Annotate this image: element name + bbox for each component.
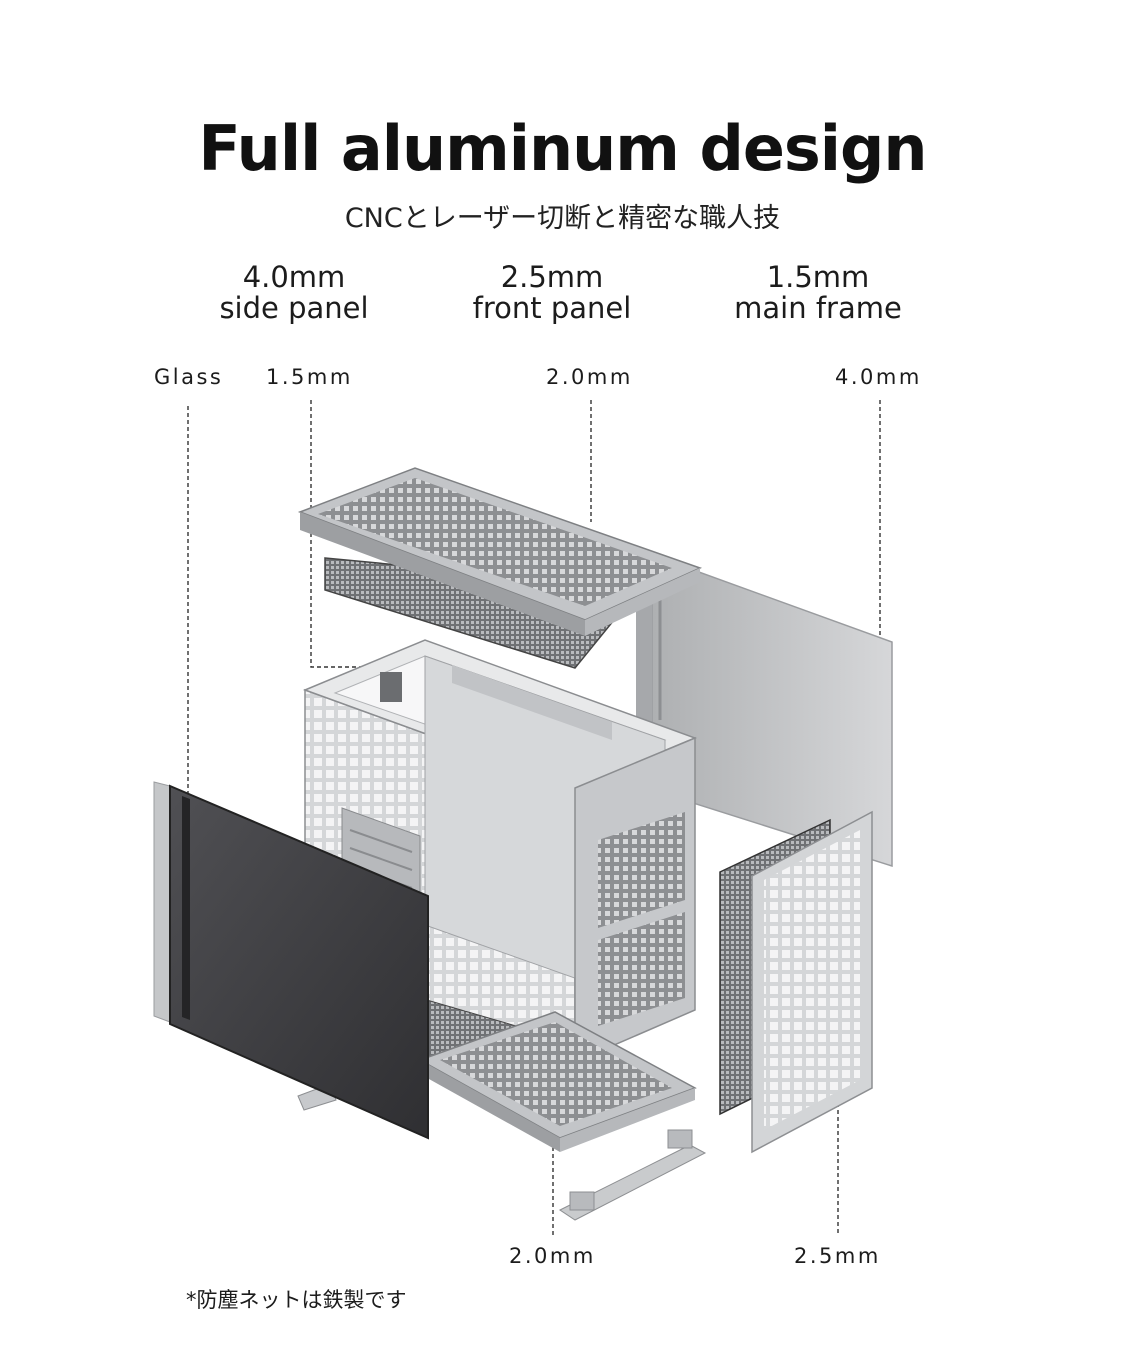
callout-top-center: 2.0mm bbox=[546, 365, 633, 389]
spec-value: 1.5mm bbox=[766, 260, 870, 294]
page-title: Full aluminum design bbox=[198, 112, 927, 185]
callout-glass: Glass bbox=[154, 365, 224, 389]
callout-bottom-right: 2.5mm bbox=[794, 1244, 881, 1268]
glass-side-panel bbox=[153, 781, 429, 1140]
main-frame-chassis bbox=[302, 639, 698, 1064]
spec-value: 2.5mm bbox=[500, 260, 604, 294]
page-subtitle: CNCとレーザー切断と精密な職人技 bbox=[344, 203, 781, 234]
spec-main-frame: 1.5mm main frame bbox=[688, 262, 948, 324]
spec-value: 4.0mm bbox=[242, 260, 346, 294]
spec-label: front panel bbox=[472, 291, 632, 325]
front-mesh-panel bbox=[719, 810, 873, 1154]
spec-front-panel: 2.5mm front panel bbox=[422, 262, 682, 324]
callout-top-right: 4.0mm bbox=[835, 365, 922, 389]
callout-bottom-center: 2.0mm bbox=[509, 1244, 596, 1268]
top-mesh-cover bbox=[297, 467, 703, 669]
spec-label: main frame bbox=[734, 291, 902, 325]
footnote: *防塵ネットは鉄製です bbox=[186, 1288, 407, 1312]
spec-label: side panel bbox=[219, 291, 369, 325]
rear-side-panel bbox=[636, 553, 893, 868]
callout-top-left: 1.5mm bbox=[266, 365, 353, 389]
spec-side-panel: 4.0mm side panel bbox=[164, 262, 424, 324]
